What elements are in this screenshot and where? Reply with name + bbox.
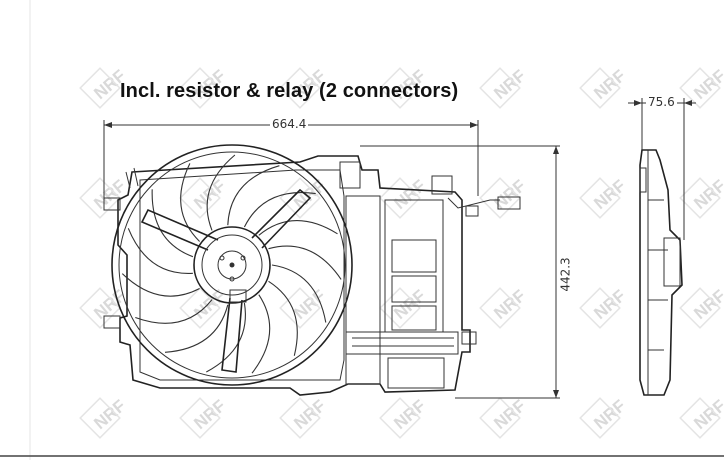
hub-bolt [219, 255, 225, 261]
motor-plug [229, 289, 247, 303]
housing-column [345, 195, 381, 385]
fan-blade [206, 154, 236, 231]
watermark-diamond [379, 67, 421, 109]
product-caption: Incl. resistor & relay (2 connectors) [120, 80, 459, 102]
watermark-diamond [279, 287, 321, 329]
depth-dimension-label: 75.6 [646, 95, 677, 109]
watermark-diamond [579, 177, 621, 219]
mount-tab-top-left [103, 197, 121, 211]
watermark-diamond [579, 287, 621, 329]
fan-blade [127, 228, 193, 274]
watermark-diamond [279, 177, 321, 219]
depth-arrow-left [634, 100, 642, 106]
width-arrow-left [104, 122, 112, 128]
watermark-diamond [479, 177, 521, 219]
watermark-logo: NRF [690, 176, 724, 213]
tab-detail [125, 167, 139, 189]
front-view [103, 144, 521, 396]
relay-block [387, 357, 445, 389]
strut-bottom [221, 297, 243, 373]
strut-right [251, 188, 312, 249]
hub-bolt [240, 255, 246, 261]
resistor-block [391, 239, 437, 273]
fan-blade [268, 280, 298, 356]
fan-blade [180, 163, 200, 242]
wire-harness [447, 197, 500, 209]
depth-arrow-right [684, 100, 692, 106]
height-arrow-bottom [553, 390, 559, 398]
watermark-diamond [79, 397, 121, 439]
side-view [628, 98, 696, 396]
watermark-diamond [379, 287, 421, 329]
fan-blade [135, 299, 213, 324]
height-dimension-label: 442.3 [558, 255, 573, 294]
watermark-diamond [479, 397, 521, 439]
side-ribs [648, 199, 668, 351]
plug-connector-2 [465, 205, 479, 217]
mount-tab-right [461, 331, 477, 345]
watermark-logo: NRF [690, 66, 724, 103]
fan-blade [251, 294, 271, 374]
fan-blade [151, 189, 194, 258]
shroud-inner [139, 169, 345, 381]
watermark-diamond [279, 67, 321, 109]
plug-connector-1 [497, 196, 521, 210]
watermark-diamond [579, 397, 621, 439]
fan-blade [243, 192, 316, 228]
fan-blade [227, 165, 280, 226]
relay-connector [431, 175, 453, 195]
top-connector [339, 161, 361, 189]
side-outline [639, 149, 683, 396]
watermark-diamond [479, 67, 521, 109]
rail-ribs [352, 337, 454, 347]
watermark-diamond [79, 67, 121, 109]
watermark-diamond [479, 287, 521, 329]
side-tab [639, 167, 647, 193]
strut-left [140, 208, 219, 251]
fan-ring-outer [111, 144, 353, 386]
motor-center [229, 262, 235, 268]
fan-blades [121, 154, 342, 374]
watermark-diamond [179, 67, 221, 109]
fan-blade [258, 220, 338, 236]
watermark-diamond [79, 287, 121, 329]
mount-tab-bottom-left [103, 315, 121, 329]
fan-blade [121, 273, 200, 297]
watermark-diamond [579, 67, 621, 109]
watermark-diamond [379, 397, 421, 439]
hub-bolt [229, 276, 235, 282]
width-arrow-right [470, 122, 478, 128]
fan-blade [164, 304, 229, 353]
resistor-block [391, 275, 437, 303]
fan-ring-inner [118, 151, 346, 379]
fan-blade [271, 264, 327, 323]
dimension-height [360, 145, 560, 399]
watermark-diamond [679, 287, 721, 329]
watermark-diamond [79, 177, 121, 219]
motor-housing [193, 226, 271, 304]
side-motor [663, 237, 681, 287]
watermark-diamond [179, 397, 221, 439]
lower-rail [345, 331, 459, 355]
watermark-logo: NRF [690, 286, 724, 323]
watermark-logo: NRF [690, 396, 724, 433]
watermark-diamond [679, 177, 721, 219]
resistor-block [391, 305, 437, 331]
height-arrow-top [553, 146, 559, 154]
watermark-diamond [279, 397, 321, 439]
watermark-diamond [679, 397, 721, 439]
motor-hub [217, 250, 247, 280]
width-dimension-label: 664.4 [270, 117, 309, 131]
motor-face [201, 234, 263, 296]
fan-blade [268, 245, 342, 280]
watermark-diamond [679, 67, 721, 109]
